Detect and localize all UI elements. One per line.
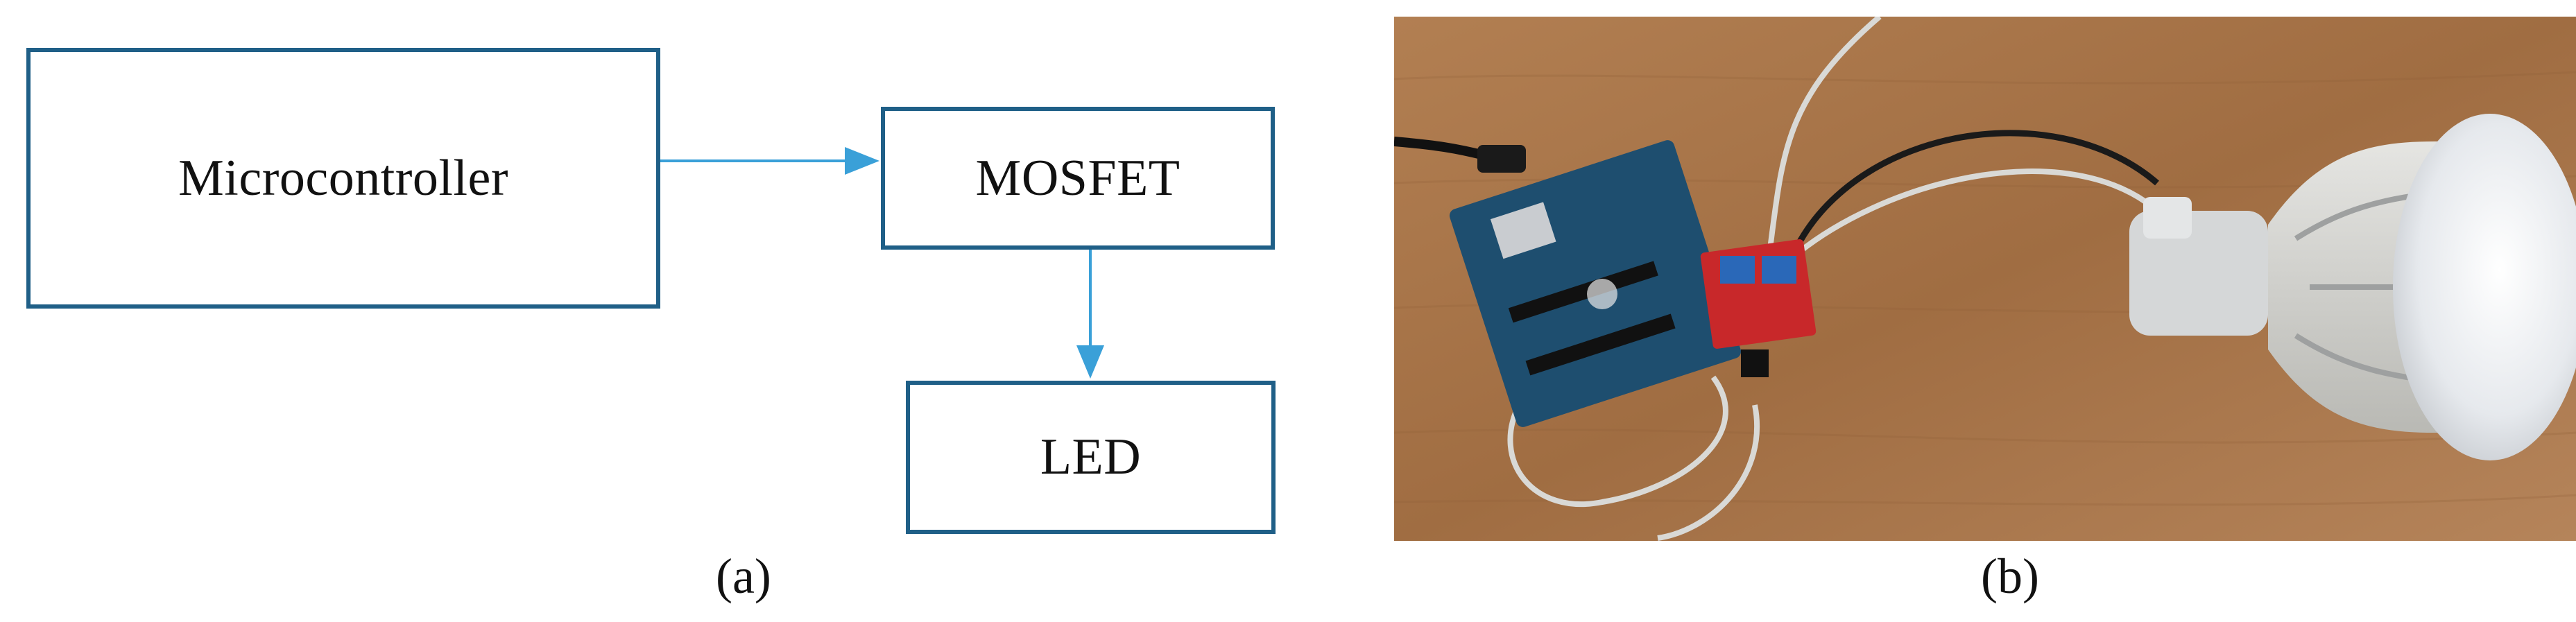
caption-a: (a) [716,548,771,604]
mosfet-block: MOSFET [881,107,1275,250]
diagram-arrows [660,147,1104,379]
led-label: LED [1040,429,1142,485]
arrow-mosfet-to-led [1076,250,1104,379]
arduino-board [1449,140,1742,427]
mosfet-module [1700,239,1817,377]
arrow-microcontroller-to-mosfet [660,147,879,175]
led-block: LED [906,381,1276,534]
microcontroller-label: Microcontroller [178,149,508,207]
hardware-photo-panel: (b) [1394,0,2576,622]
bulb-socket [2129,197,2268,336]
black-wire [1786,130,2159,264]
microcontroller-block: Microcontroller [26,48,660,309]
power-jack-cable [1394,137,1526,173]
caption-b: (b) [1981,548,2039,604]
mosfet-label: MOSFET [975,149,1180,207]
block-diagram-panel: Microcontroller MOSFET LED (a) [26,48,1276,604]
led-bulb [2268,114,2576,460]
hardware-photo [1394,17,2576,541]
grey-wires [1507,17,2174,541]
